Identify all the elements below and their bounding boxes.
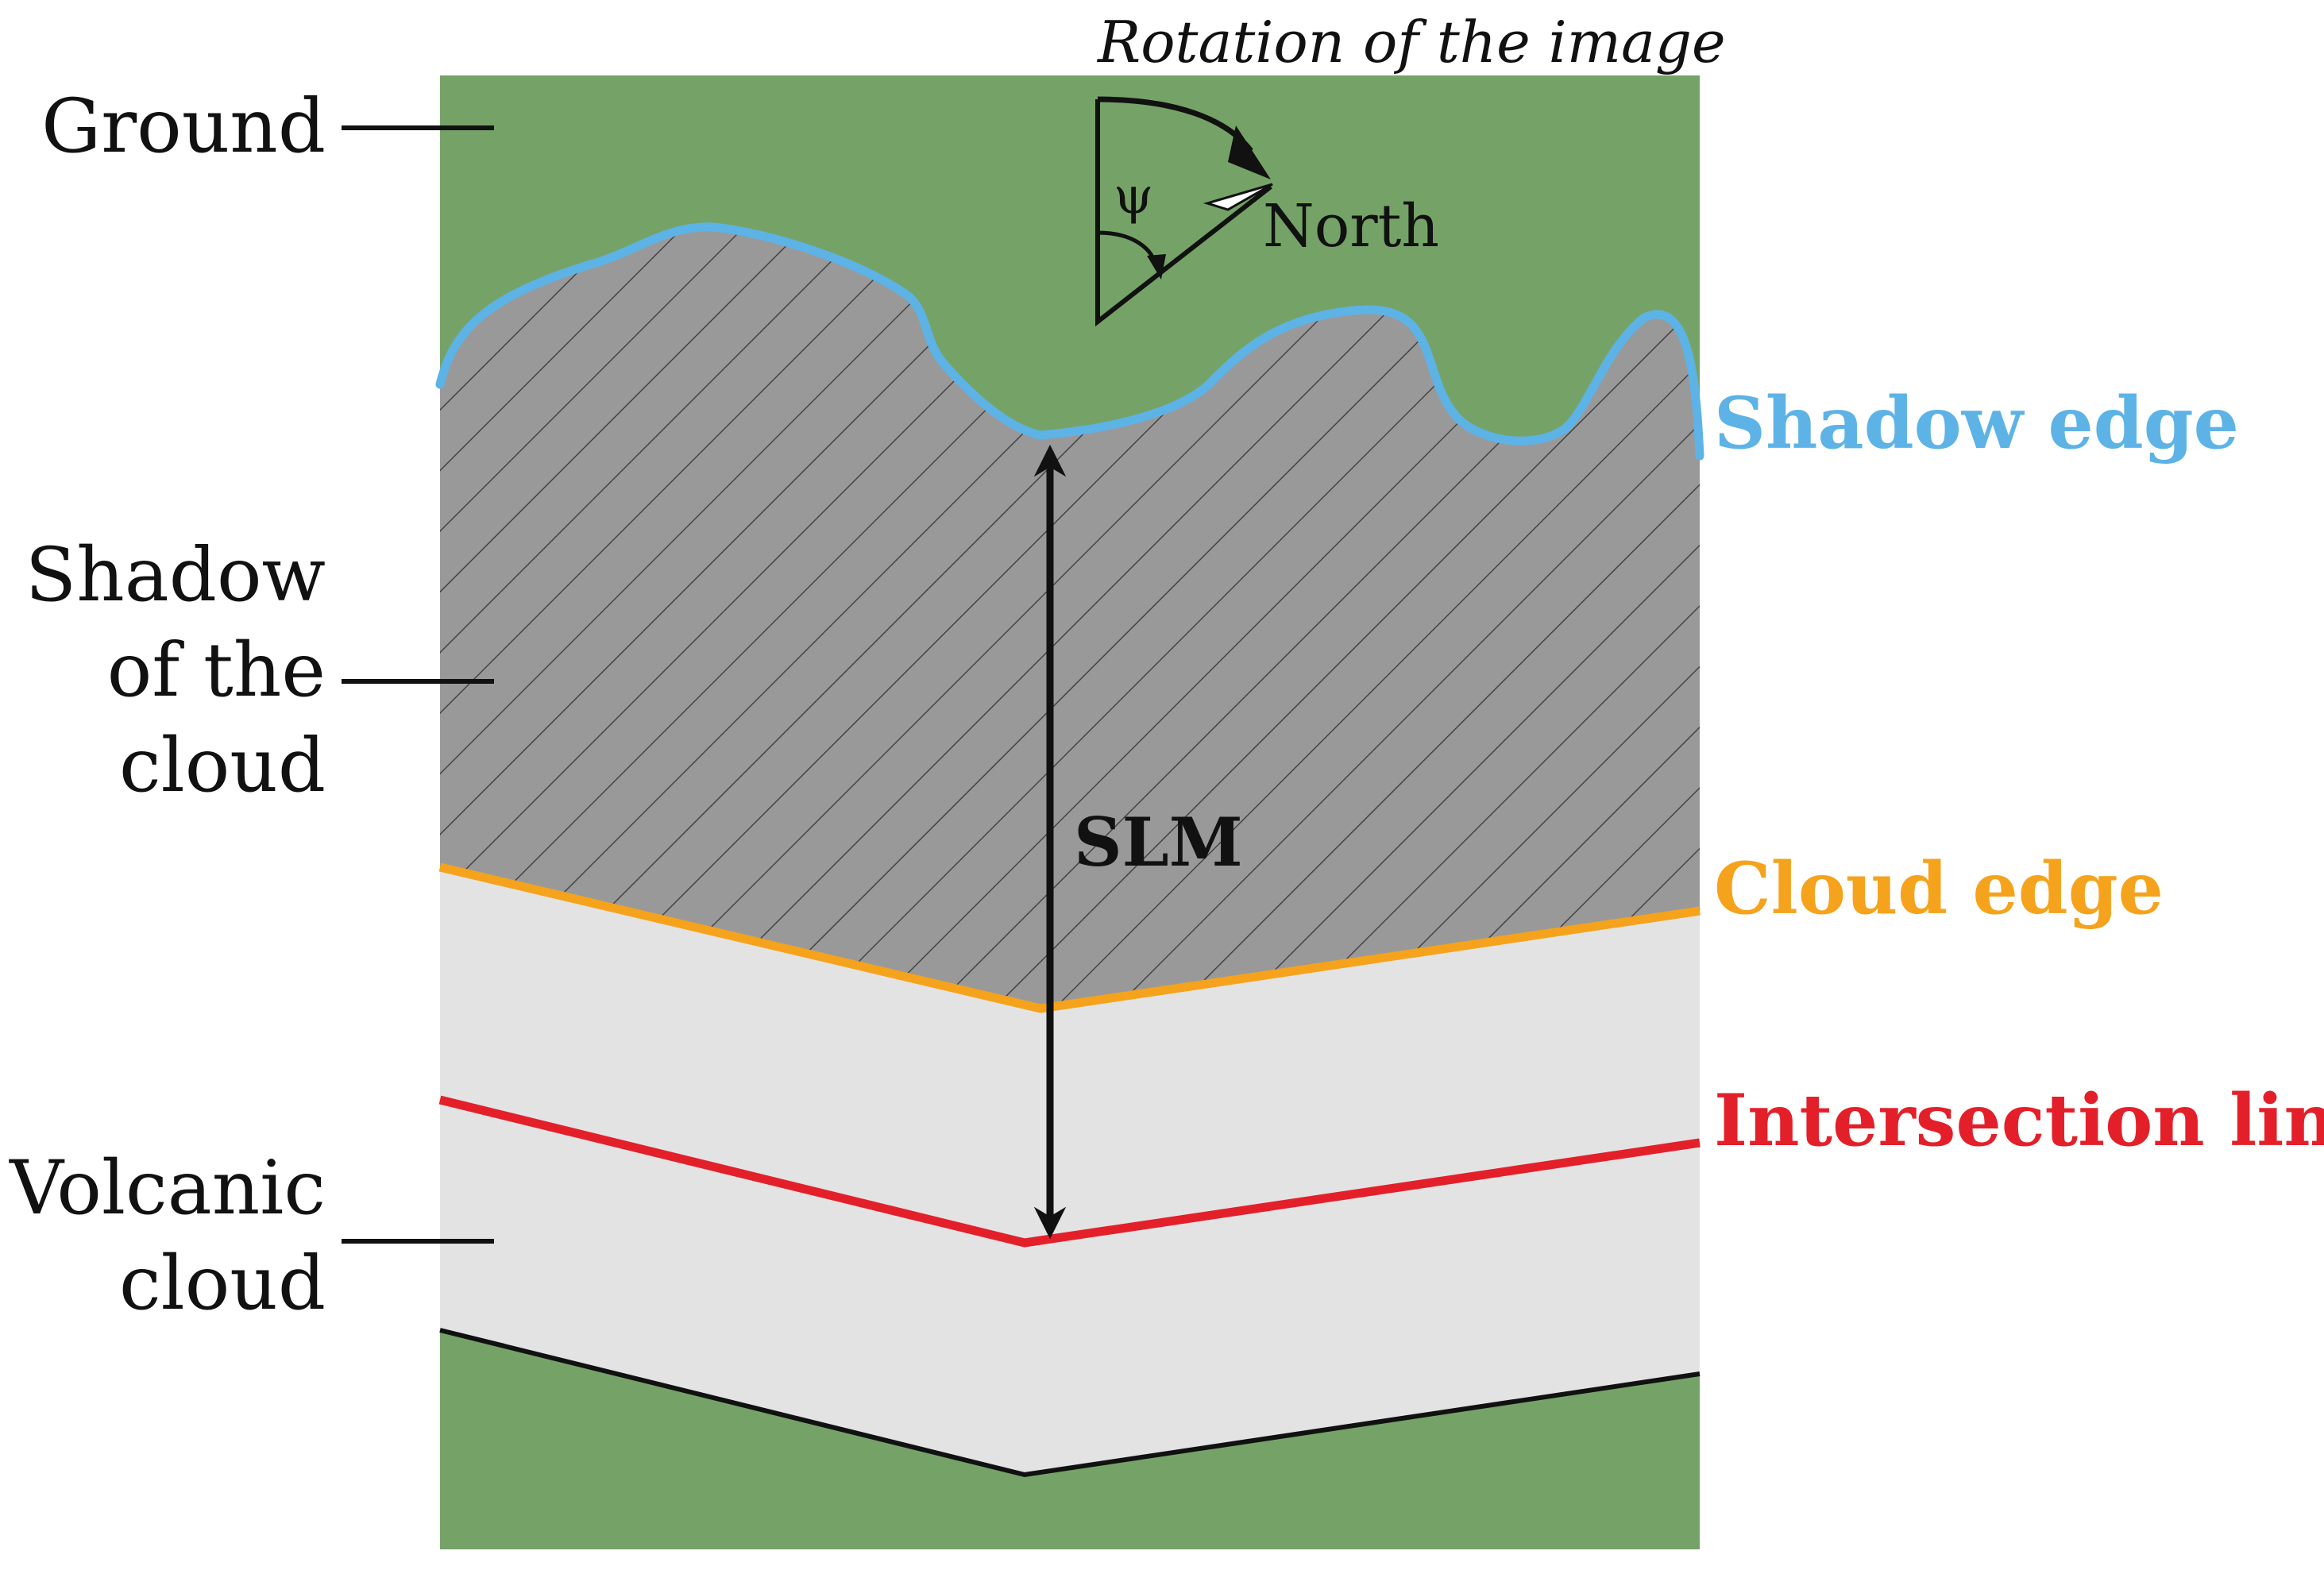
shadow-edge-label: Shadow edge <box>1714 381 2239 465</box>
north-label: North <box>1263 192 1439 260</box>
shadow-label-line3: cloud <box>119 723 326 809</box>
north-arrow-icon <box>1203 183 1273 211</box>
intersection-line-label: Intersection line <box>1714 1078 2324 1163</box>
cloud-edge-label: Cloud edge <box>1714 847 2164 931</box>
shadow-area <box>440 226 1700 1009</box>
volcanic-cloud-area <box>440 867 1700 1475</box>
ground-label: Ground <box>41 83 326 170</box>
intersection-line <box>438 1095 1701 1248</box>
rotation-arrowhead <box>1228 125 1271 179</box>
psi-label: ψ <box>1114 167 1153 226</box>
volcanic-label-line2: cloud <box>119 1240 326 1327</box>
psi-arrowhead <box>1147 254 1166 280</box>
slm-label: SLM <box>1074 803 1243 881</box>
shadow-edge-line <box>435 222 1704 461</box>
shadow-label-line2: of the <box>107 627 326 714</box>
cloud-bottom-outline <box>439 1328 1701 1478</box>
rotation-indicator <box>1095 96 1273 327</box>
rotation-label: Rotation of the image <box>1096 9 1726 75</box>
volcanic-label-line1: Volcanic <box>9 1145 326 1232</box>
shadow-label-line1: Shadow <box>25 532 326 619</box>
